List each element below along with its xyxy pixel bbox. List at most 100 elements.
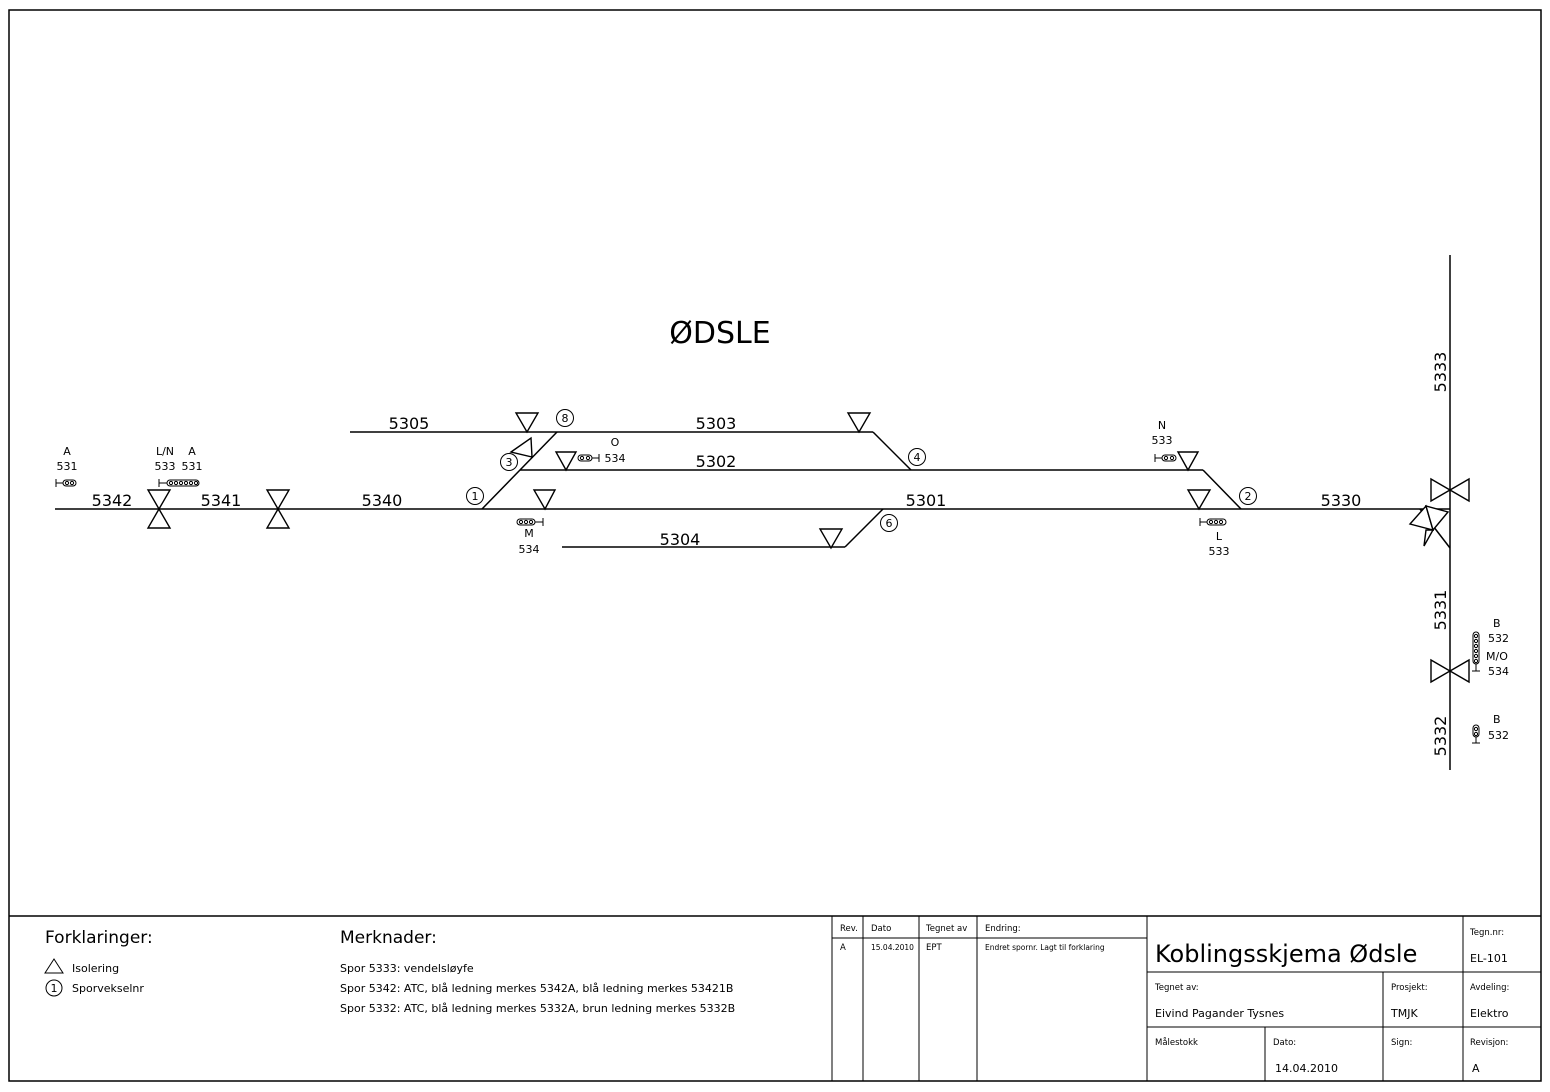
signal-b-number: 532 bbox=[1488, 632, 1509, 645]
signal-icon bbox=[1472, 631, 1480, 672]
track-label-5333: 5333 bbox=[1431, 352, 1450, 393]
switch-number-circle bbox=[880, 514, 898, 532]
isolation-triangle-icon bbox=[146, 507, 172, 529]
switch-number-4: 4 bbox=[914, 451, 921, 464]
title-block bbox=[9, 915, 1541, 1081]
track-label-5340: 5340 bbox=[362, 491, 403, 510]
isolation-triangle-icon bbox=[509, 436, 533, 458]
signal-mo-number: 534 bbox=[1488, 665, 1509, 678]
signal-icon bbox=[1154, 454, 1177, 462]
legend-title: Forklaringer: bbox=[45, 928, 153, 948]
isolation-triangle-icon bbox=[818, 528, 844, 550]
switch-number-circle bbox=[500, 453, 518, 471]
switch-number-1: 1 bbox=[472, 490, 479, 503]
track-label-5302: 5302 bbox=[696, 452, 737, 471]
scale-label: Målestokk bbox=[1155, 1037, 1198, 1048]
signal-ln-name: L/N bbox=[156, 445, 174, 458]
date-header: Dato bbox=[871, 924, 891, 934]
isolation-triangle-icon bbox=[846, 412, 872, 434]
track-label-5341: 5341 bbox=[201, 491, 242, 510]
legend-switch-symbol: 1 bbox=[51, 982, 58, 995]
crossover-1-8 bbox=[481, 431, 558, 510]
isolation-triangle-icon bbox=[1424, 504, 1450, 532]
isolation-triangle-icon bbox=[146, 489, 172, 511]
drawing-date: 14.04.2010 bbox=[1275, 1062, 1338, 1075]
signal-icon bbox=[1472, 724, 1480, 744]
rev-header: Rev. bbox=[840, 924, 858, 934]
switch-legend-icon bbox=[45, 979, 63, 997]
note-line: Spor 5342: ATC, blå ledning merkes 5342A… bbox=[340, 982, 733, 995]
switch-number-circle bbox=[908, 448, 926, 466]
signal-icon bbox=[55, 479, 77, 487]
switch-number-circle bbox=[466, 487, 484, 505]
signal-icon bbox=[1199, 518, 1227, 526]
rev-date: 15.04.2010 bbox=[871, 943, 914, 952]
rev-change: Endret spornr. Lagt til forklaring bbox=[985, 943, 1105, 952]
legend-sporvekselnr: Sporvekselnr bbox=[72, 982, 144, 995]
signal-n-name: N bbox=[1158, 419, 1166, 432]
track-labels: 5342 5341 5340 5305 5303 5302 5301 5304 … bbox=[92, 352, 1450, 757]
isolation-triangle-icon bbox=[554, 451, 578, 472]
project-label: Prosjekt: bbox=[1391, 983, 1428, 993]
switch-number-8: 8 bbox=[562, 412, 569, 425]
signal-ln-number: 533 bbox=[155, 460, 176, 473]
isolation-triangle-icon bbox=[265, 489, 291, 511]
signal-icon bbox=[158, 479, 200, 487]
drawn-by-header: Tegnet av bbox=[925, 924, 967, 934]
drawn-by-label: Tegnet av: bbox=[1154, 983, 1199, 993]
isolation-triangle-icon bbox=[1430, 477, 1452, 503]
signal-m-number: 534 bbox=[519, 543, 540, 556]
signal-icon bbox=[577, 454, 600, 462]
crossover-6 bbox=[844, 508, 884, 548]
sign-label: Sign: bbox=[1391, 1038, 1412, 1048]
track-label-5304: 5304 bbox=[660, 530, 701, 549]
switch-number-6: 6 bbox=[886, 517, 893, 530]
revision-label: Revisjon: bbox=[1470, 1038, 1508, 1048]
isolation-triangle-icon bbox=[1186, 489, 1212, 511]
signals: A 531 L/N 533 A 531 O 534 bbox=[55, 419, 1509, 744]
track-label-5301: 5301 bbox=[906, 491, 947, 510]
change-header: Endring: bbox=[985, 924, 1021, 934]
drawing-number: EL-101 bbox=[1470, 952, 1508, 965]
revision: A bbox=[1472, 1062, 1480, 1075]
isolation-triangle-icon bbox=[1448, 658, 1470, 684]
signal-o-name: O bbox=[611, 436, 620, 449]
isolation-triangle-icon bbox=[265, 507, 291, 529]
signal-a2-name: A bbox=[188, 445, 196, 458]
signal-b-name: B bbox=[1493, 617, 1501, 630]
isolation-triangle-icon bbox=[1448, 477, 1470, 503]
track-label-5342: 5342 bbox=[92, 491, 133, 510]
track-label-5332: 5332 bbox=[1431, 716, 1450, 757]
signal-o-number: 534 bbox=[605, 452, 626, 465]
isolation-triangle-icon bbox=[532, 489, 557, 511]
track-label-5305: 5305 bbox=[389, 414, 430, 433]
rev-value: A bbox=[840, 943, 846, 953]
switch-number-2: 2 bbox=[1245, 490, 1252, 503]
project: TMJK bbox=[1390, 1007, 1418, 1020]
department: Elektro bbox=[1470, 1007, 1509, 1020]
crossover-2 bbox=[1202, 469, 1242, 510]
signal-n-number: 533 bbox=[1152, 434, 1173, 447]
drawn-by: Eivind Pagander Tysnes bbox=[1155, 1007, 1284, 1020]
isolation-triangle-icon bbox=[514, 412, 540, 434]
drawing-title: Koblingsskjema Ødsle bbox=[1155, 940, 1417, 968]
isolation-triangle-icon bbox=[1430, 658, 1452, 684]
station-title: ØDSLE bbox=[669, 316, 770, 351]
sheet-border bbox=[8, 9, 1542, 1082]
switch-number-circle bbox=[556, 409, 574, 427]
signal-mo-name: M/O bbox=[1486, 650, 1508, 663]
note-line: Spor 5333: vendelsløyfe bbox=[340, 962, 474, 975]
signal-b2-number: 532 bbox=[1488, 729, 1509, 742]
switch-number-3: 3 bbox=[506, 456, 513, 469]
track-label-5303: 5303 bbox=[696, 414, 737, 433]
date-label: Dato: bbox=[1273, 1038, 1296, 1048]
track-lines bbox=[55, 255, 1451, 770]
note-line: Spor 5332: ATC, blå ledning merkes 5332A… bbox=[340, 1002, 735, 1015]
legend-isolering: Isolering bbox=[72, 962, 119, 975]
notes-title: Merknader: bbox=[340, 928, 437, 948]
switch-number-circle bbox=[1239, 487, 1257, 505]
isolation-legend-icon bbox=[44, 958, 64, 974]
drawing-number-label: Tegn.nr: bbox=[1469, 928, 1504, 938]
department-label: Avdeling: bbox=[1470, 983, 1509, 993]
signal-a2-number: 531 bbox=[182, 460, 203, 473]
